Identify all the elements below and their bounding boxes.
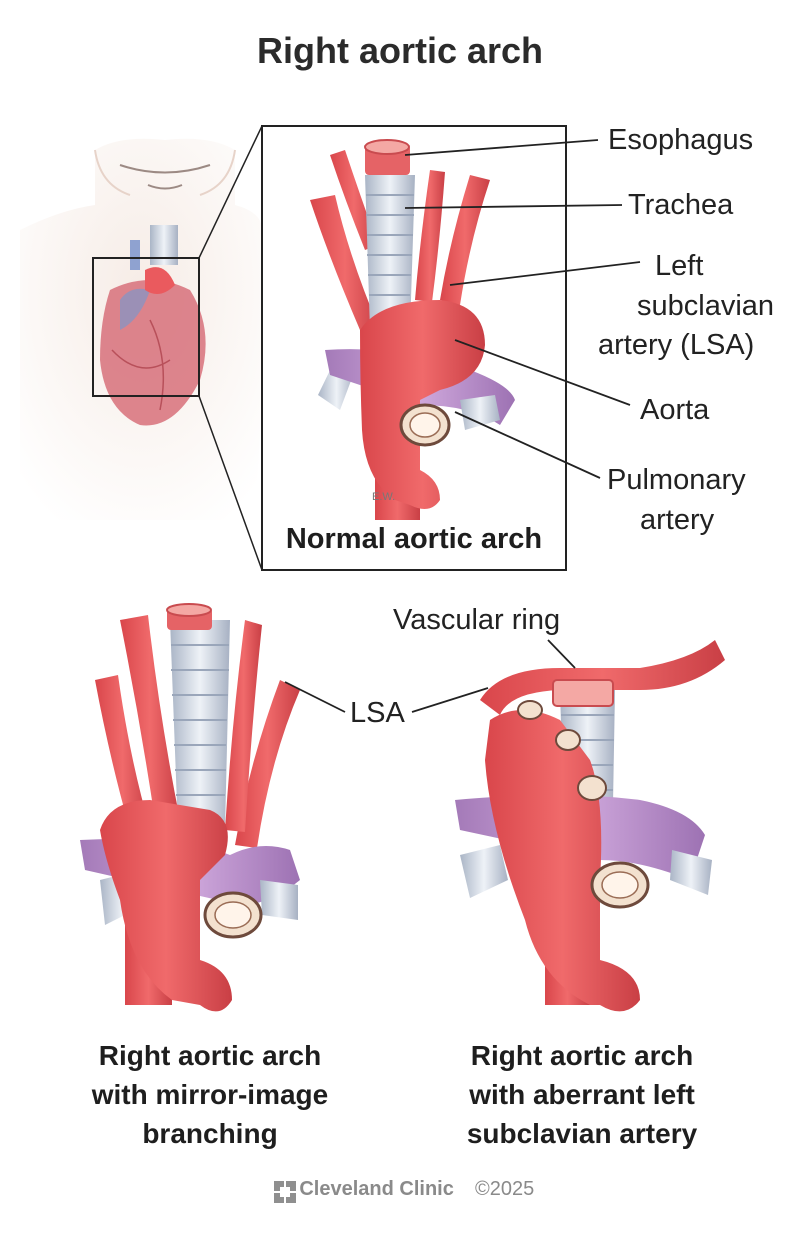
- label-pulmonary-line2: artery: [640, 504, 715, 536]
- vascular-ring-leader: [547, 639, 576, 669]
- label-lsa-line2: subclavian: [637, 290, 775, 322]
- label-esophagus: Esophagus: [608, 124, 754, 156]
- caption-mirror-image: Right aortic arch with mirror-image bran…: [40, 1036, 380, 1153]
- caption-aberrant-line3: subclavian artery: [466, 1118, 698, 1149]
- caption-mirror-line2: with mirror-image: [91, 1079, 329, 1110]
- mirror-image-illustration: [80, 603, 300, 1012]
- label-lsa-line3: artery (LSA): [598, 329, 755, 361]
- label-pulmonary-line1: Pulmonary: [607, 464, 746, 496]
- caption-mirror-line1: Right aortic arch: [98, 1040, 322, 1071]
- cleveland-clinic-logo-icon: [274, 1181, 296, 1203]
- artist-initials: E.W.: [372, 491, 395, 503]
- label-lsa: LSA: [350, 697, 405, 729]
- label-aorta: Aorta: [640, 394, 710, 426]
- normal-arch-panel: [261, 125, 567, 571]
- top-leader-lines: [404, 139, 641, 479]
- label-vascular-ring: Vascular ring: [393, 604, 561, 636]
- label-lsa-line1: Left: [655, 250, 704, 282]
- footer-brand: Cleveland Clinic: [299, 1178, 454, 1200]
- page-title: Right aortic arch: [256, 30, 544, 71]
- caption-aberrant-line1: Right aortic arch: [470, 1040, 694, 1071]
- caption-aberrant-lsa: Right aortic arch with aberrant left sub…: [412, 1036, 752, 1153]
- caption-aberrant-line2: with aberrant left: [469, 1079, 695, 1110]
- lsa-leader-left: [284, 681, 346, 713]
- torso-illustration: [20, 125, 263, 571]
- footer: Cleveland Clinic ©2025: [0, 1178, 800, 1201]
- lsa-leader-right: [411, 687, 489, 713]
- label-trachea: Trachea: [628, 189, 734, 221]
- aberrant-lsa-illustration: [455, 640, 725, 1012]
- footer-copyright: ©2025: [474, 1178, 535, 1200]
- caption-normal-arch: Normal aortic arch: [285, 523, 543, 555]
- caption-mirror-line3: branching: [142, 1118, 278, 1149]
